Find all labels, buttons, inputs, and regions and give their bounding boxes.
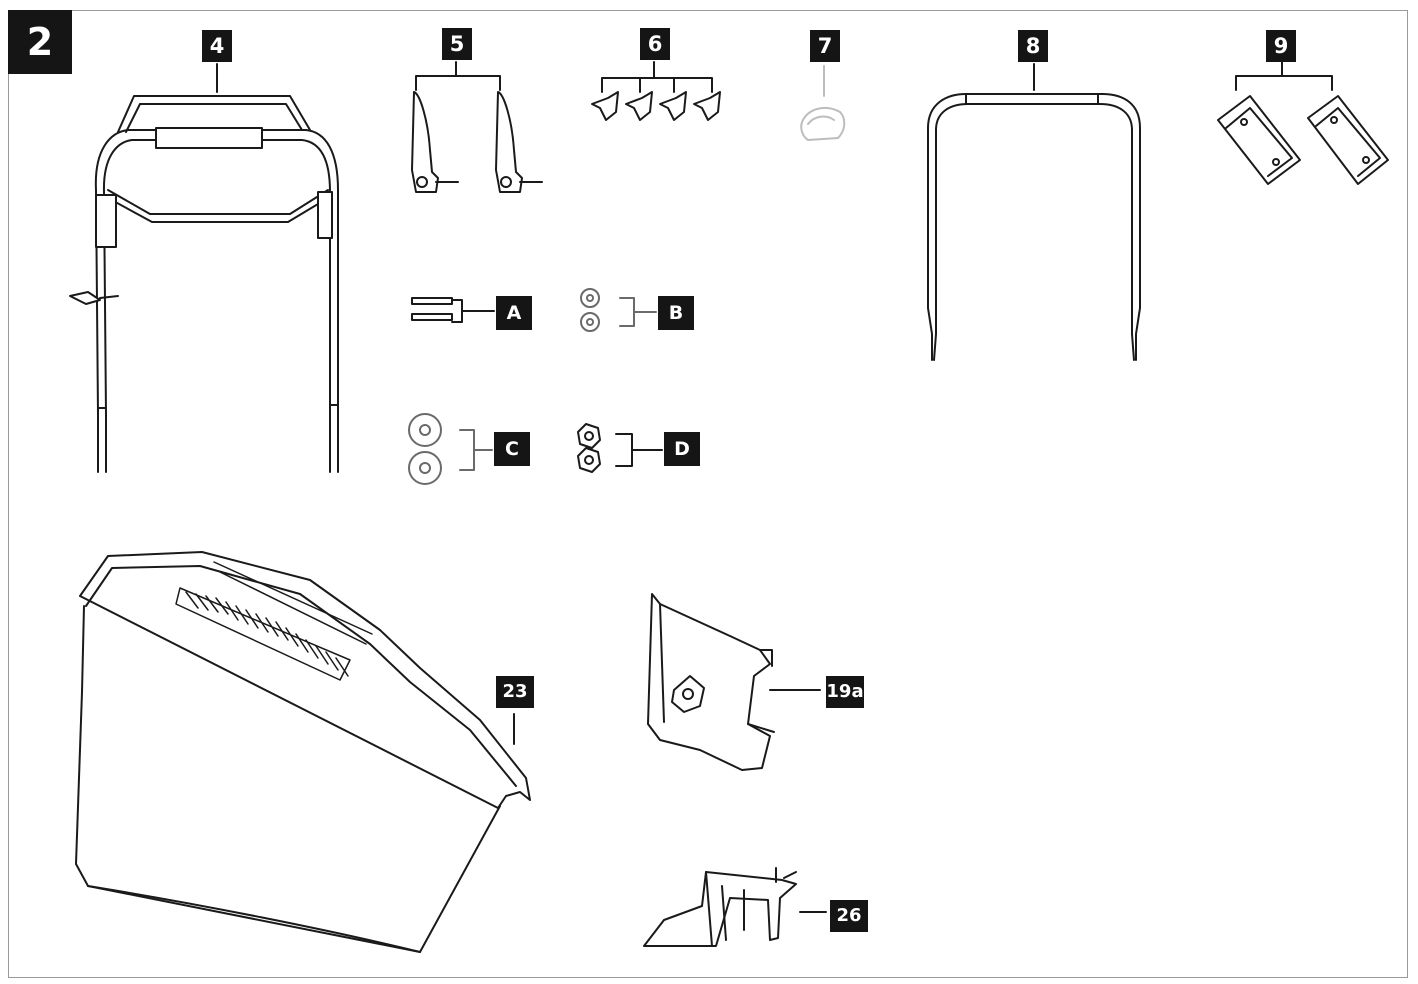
label-part-9: 9 <box>1266 30 1296 62</box>
nuts-drawing <box>577 423 663 473</box>
label-part-B: B <box>658 296 694 330</box>
clip-drawing <box>800 65 846 141</box>
label-part-A: A <box>496 296 532 330</box>
label-part-D: D <box>664 432 700 466</box>
label-part-7: 7 <box>810 30 840 62</box>
label-part-C: C <box>494 432 530 466</box>
figure-frame <box>8 10 1408 978</box>
lower-handle-drawing <box>927 63 1141 361</box>
label-part-26: 26 <box>830 900 868 932</box>
label-part-5: 5 <box>442 28 472 60</box>
large-washers-drawing <box>408 413 493 485</box>
figure-number-badge: 2 <box>8 10 72 74</box>
bolts-drawing <box>411 297 495 323</box>
wing-nuts-drawing <box>591 61 721 121</box>
levers-drawing <box>411 61 543 193</box>
small-washers-drawing <box>580 288 657 332</box>
grass-catcher-drawing <box>75 551 531 953</box>
mulching-plug-drawing <box>647 593 821 771</box>
label-part-8: 8 <box>1018 30 1048 62</box>
upper-handle-drawing <box>69 63 339 473</box>
label-part-6: 6 <box>640 28 670 60</box>
label-part-19a: 19a <box>826 676 864 708</box>
deflector-drawing <box>643 867 827 947</box>
label-part-4: 4 <box>202 30 232 62</box>
label-part-23: 23 <box>496 676 534 708</box>
brackets-drawing <box>1217 61 1389 185</box>
